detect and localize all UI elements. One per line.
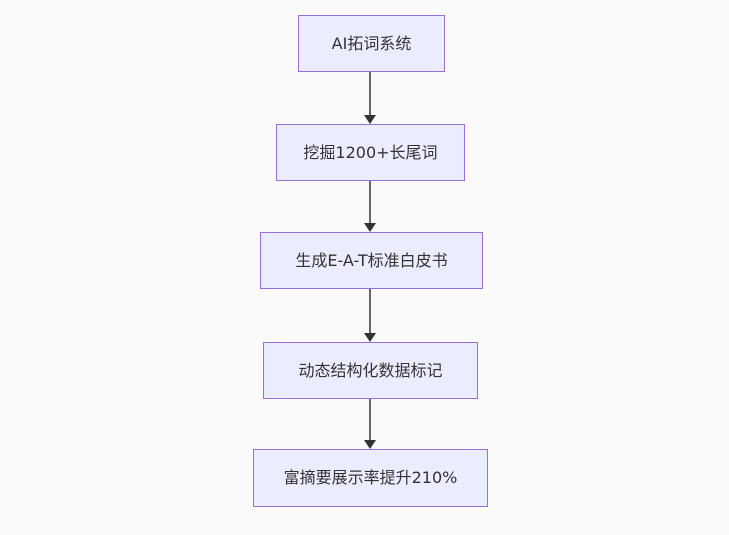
node-label: AI拓词系统 [331,33,412,53]
arrowhead-down-icon [364,115,376,124]
edge-arrow-b-c [364,181,376,232]
flowchart-node-a: AI拓词系统 [298,15,445,72]
edge-line [369,399,371,440]
arrowhead-down-icon [364,440,376,449]
edge-line [369,289,371,333]
flowchart-node-c: 生成E-A-T标准白皮书 [260,232,483,289]
node-label: 生成E-A-T标准白皮书 [295,250,448,270]
node-label: 富摘要展示率提升210% [283,468,458,488]
node-label: 动态结构化数据标记 [298,360,443,380]
edge-line [369,72,371,115]
edge-arrow-d-e [364,399,376,449]
flowchart-node-e: 富摘要展示率提升210% [253,449,488,507]
node-label: 挖掘1200+长尾词 [303,142,438,162]
edge-arrow-a-b [364,72,376,124]
edge-arrow-c-d [364,289,376,342]
flowchart-node-b: 挖掘1200+长尾词 [276,124,465,181]
arrowhead-down-icon [364,223,376,232]
arrowhead-down-icon [364,333,376,342]
flowchart-node-d: 动态结构化数据标记 [263,342,478,399]
edge-line [369,181,371,223]
